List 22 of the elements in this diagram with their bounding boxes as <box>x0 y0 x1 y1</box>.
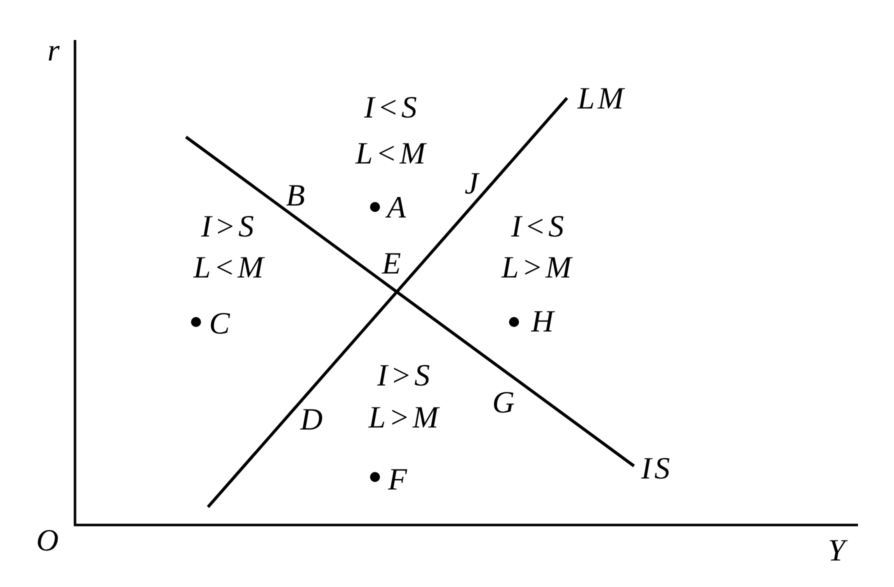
point-label: E <box>382 248 404 278</box>
region-condition: L<M <box>356 138 428 168</box>
region-condition: L>M <box>502 252 574 282</box>
point-label: J <box>464 168 482 198</box>
axis-label: O <box>36 524 62 556</box>
point-label: A <box>387 192 409 222</box>
point-label: B <box>286 180 308 210</box>
region-condition: L>M <box>368 402 442 432</box>
point-label: C <box>209 308 233 338</box>
point-label: F <box>388 464 410 494</box>
axis-label: r <box>47 34 63 66</box>
region-condition: I<S <box>364 92 420 122</box>
region-condition: I>S <box>201 210 257 242</box>
region-condition: I<S <box>511 210 567 242</box>
point-label: H <box>531 306 557 336</box>
axis-label: Y <box>828 534 848 566</box>
point-label: G <box>492 386 518 418</box>
curve-label: IS <box>641 452 673 484</box>
region-condition: I>S <box>377 360 433 390</box>
region-condition: L<M <box>194 252 266 282</box>
curve-label: LM <box>577 82 627 114</box>
point-label: D <box>300 404 326 434</box>
